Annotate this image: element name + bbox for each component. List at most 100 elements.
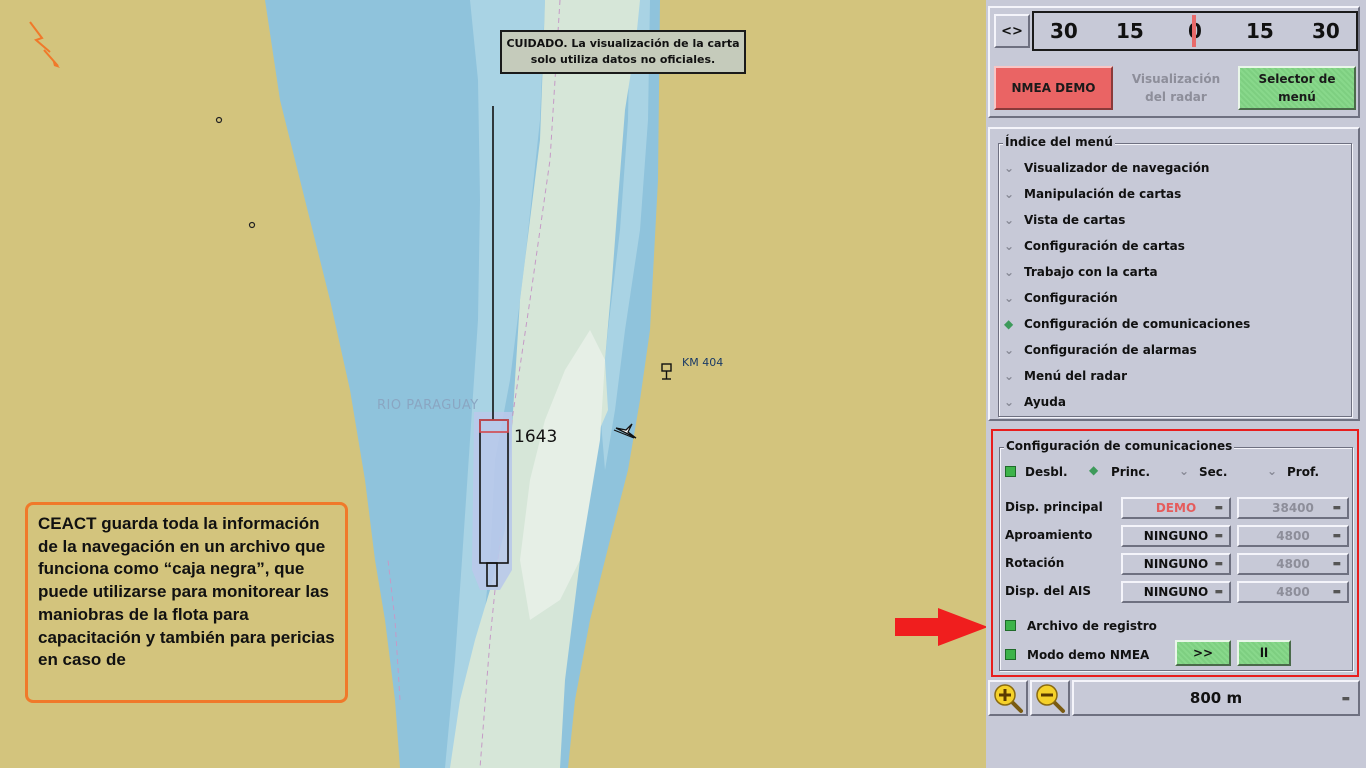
menu-item-label: Configuración de cartas [1024, 239, 1185, 253]
diamond-active-icon: ◆ [1004, 317, 1014, 331]
chevron-down-icon: ⌄ [1004, 187, 1015, 201]
scale-tick: 30 [1050, 19, 1078, 43]
comms-config-panel: Configuración de comunicaciones Desbl. ◆… [991, 429, 1359, 677]
zoom-out-button[interactable] [1030, 680, 1070, 716]
heading-select[interactable]: NINGUNO ▬ [1121, 525, 1231, 547]
chevron-down-icon: ⌄ [1004, 161, 1015, 175]
log-file-checkbox[interactable] [1005, 620, 1016, 631]
radar-view-button[interactable]: Visualización del radar [1122, 66, 1230, 110]
princ-label[interactable]: Princ. [1111, 465, 1151, 479]
row-label-heading: Aproamiento [1005, 528, 1093, 542]
menu-item-help[interactable]: ⌄Ayuda [1004, 390, 1066, 414]
dropdown-icon: ▬ [1332, 531, 1341, 541]
desbl-radio[interactable] [1005, 466, 1016, 477]
diamond-active-icon: ◆ [1089, 463, 1099, 477]
nmea-demo-button[interactable]: NMEA DEMO [994, 66, 1113, 110]
scale-tick: 15 [1246, 19, 1274, 43]
menu-item-chart-view[interactable]: ⌄Vista de cartas [1004, 208, 1125, 232]
select-value: 4800 [1276, 529, 1310, 543]
scale-tick: 30 [1312, 19, 1340, 43]
select-value: NINGUNO [1143, 529, 1209, 543]
main-device-select[interactable]: DEMO ▬ [1121, 497, 1231, 519]
select-value: 4800 [1276, 585, 1310, 599]
chevron-down-icon: ⌄ [1267, 464, 1278, 478]
chevron-down-icon: ⌄ [1004, 239, 1015, 253]
menu-item-label: Vista de cartas [1024, 213, 1126, 227]
demo-forward-button[interactable]: >> [1175, 640, 1231, 666]
dropdown-icon: ▬ [1332, 559, 1341, 569]
menu-item-chart-config[interactable]: ⌄ Configuración de cartas [1004, 234, 1185, 258]
radar-label-1: Visualización [1131, 72, 1221, 86]
desbl-label: Desbl. [1025, 465, 1068, 479]
caution-line-2: solo utiliza datos no oficiales. [530, 53, 716, 66]
select-value: DEMO [1155, 501, 1197, 515]
vessel-number[interactable]: 1643 [514, 427, 558, 447]
heading-baud[interactable]: 4800 ▬ [1237, 525, 1349, 547]
chevron-down-icon: ⌄ [1004, 395, 1015, 409]
menu-item-comms-config[interactable]: ◆ Configuración de comunicaciones [1004, 312, 1250, 336]
caution-banner: CUIDADO. La visualización de la carta so… [500, 30, 746, 74]
zoom-in-icon [994, 684, 1023, 713]
rotation-select[interactable]: NINGUNO▬ [1121, 553, 1231, 575]
row-label-main-device: Disp. principal [1005, 500, 1103, 514]
row-label-ais: Disp. del AIS [1005, 584, 1091, 598]
menu-item-radar-menu[interactable]: ⌄ Menú del radar [1004, 364, 1127, 388]
menu-item-label: Manipulación de cartas [1024, 187, 1182, 201]
selector-label-2: menú [1278, 90, 1316, 104]
river-label: RIO PARAGUAY [377, 398, 479, 413]
zoom-out-icon [1036, 684, 1065, 713]
range-scale-select[interactable]: 800 m ▬ [1072, 680, 1360, 716]
ais-select[interactable]: NINGUNO▬ [1121, 581, 1231, 603]
demo-mode-checkbox[interactable] [1005, 649, 1016, 660]
top-controls [988, 6, 1360, 118]
chevron-down-icon: ⌄ [1004, 265, 1015, 279]
menu-item-label: Configuración de comunicaciones [1024, 317, 1251, 331]
km-marker-label: KM 404 [682, 356, 724, 369]
caution-line-1: CUIDADO. La visualización de la carta [506, 37, 740, 50]
zoom-in-button[interactable] [988, 680, 1028, 716]
dropdown-icon: ▬ [1332, 503, 1341, 513]
menu-item-chart-work[interactable]: ⌄ Trabajo con la carta [1004, 260, 1158, 284]
info-note: CEACT guarda toda la información de la n… [25, 502, 348, 703]
sec-label[interactable]: Sec. [1199, 465, 1228, 479]
menu-item-alarm-config[interactable]: ⌄ Configuración de alarmas [1004, 338, 1197, 362]
scale-tick: 15 [1116, 19, 1144, 43]
menu-item-configuration[interactable]: ⌄ Configuración [1004, 286, 1118, 310]
ais-baud[interactable]: 4800 ▬ [1237, 581, 1349, 603]
menu-index-group: Índice del menú [998, 135, 1352, 417]
menu-item-label: Menú del radar [1024, 369, 1127, 383]
comms-group: Configuración de comunicaciones [999, 439, 1353, 671]
bottom-bar: 800 m ▬ [988, 680, 1360, 716]
prof-label[interactable]: Prof. [1287, 465, 1320, 479]
menu-item-label: Visualizador de navegación [1024, 161, 1210, 175]
dropdown-icon: ▬ [1214, 503, 1223, 513]
log-file-label: Archivo de registro [1027, 619, 1157, 633]
dropdown-icon: ▬ [1332, 587, 1341, 597]
dropdown-icon: ▬ [1341, 694, 1350, 704]
swap-button[interactable]: <> [994, 14, 1030, 48]
select-value: 38400 [1272, 501, 1314, 515]
range-scale-value: 800 m [1189, 689, 1243, 707]
row-label-rotation: Rotación [1005, 556, 1065, 570]
heading-scale[interactable]: 30 15 0 15 30 [1032, 11, 1358, 51]
chevron-down-icon: ⌄ [1004, 343, 1015, 357]
menu-item-label: Trabajo con la carta [1024, 265, 1158, 279]
control-panel: <> 30 15 0 15 30 NMEA DEMO Visualización… [986, 0, 1366, 768]
dropdown-icon: ▬ [1214, 531, 1223, 541]
dropdown-icon: ▬ [1214, 587, 1223, 597]
scale-indicator [1192, 15, 1196, 47]
menu-index-title: Índice del menú [1003, 135, 1115, 149]
main-device-baud[interactable]: 38400 ▬ [1237, 497, 1349, 519]
chevron-down-icon: ⌄ [1004, 369, 1015, 383]
radar-label-2: del radar [1145, 90, 1207, 104]
menu-item-label: Configuración de alarmas [1024, 343, 1197, 357]
menu-item-label: Configuración [1024, 291, 1118, 305]
menu-item-chart-handling[interactable]: ⌄ Manipulación de cartas [1004, 182, 1181, 206]
demo-pause-button[interactable]: ll [1237, 640, 1291, 666]
chevron-down-icon: ⌄ [1004, 291, 1015, 305]
menu-item-navigation-viewer[interactable]: ⌄ Visualizador de navegación [1004, 156, 1209, 180]
chevron-down-icon: ⌄ [1179, 464, 1190, 478]
demo-mode-label: Modo demo NMEA [1027, 648, 1150, 662]
rotation-baud[interactable]: 4800▬ [1237, 553, 1349, 575]
